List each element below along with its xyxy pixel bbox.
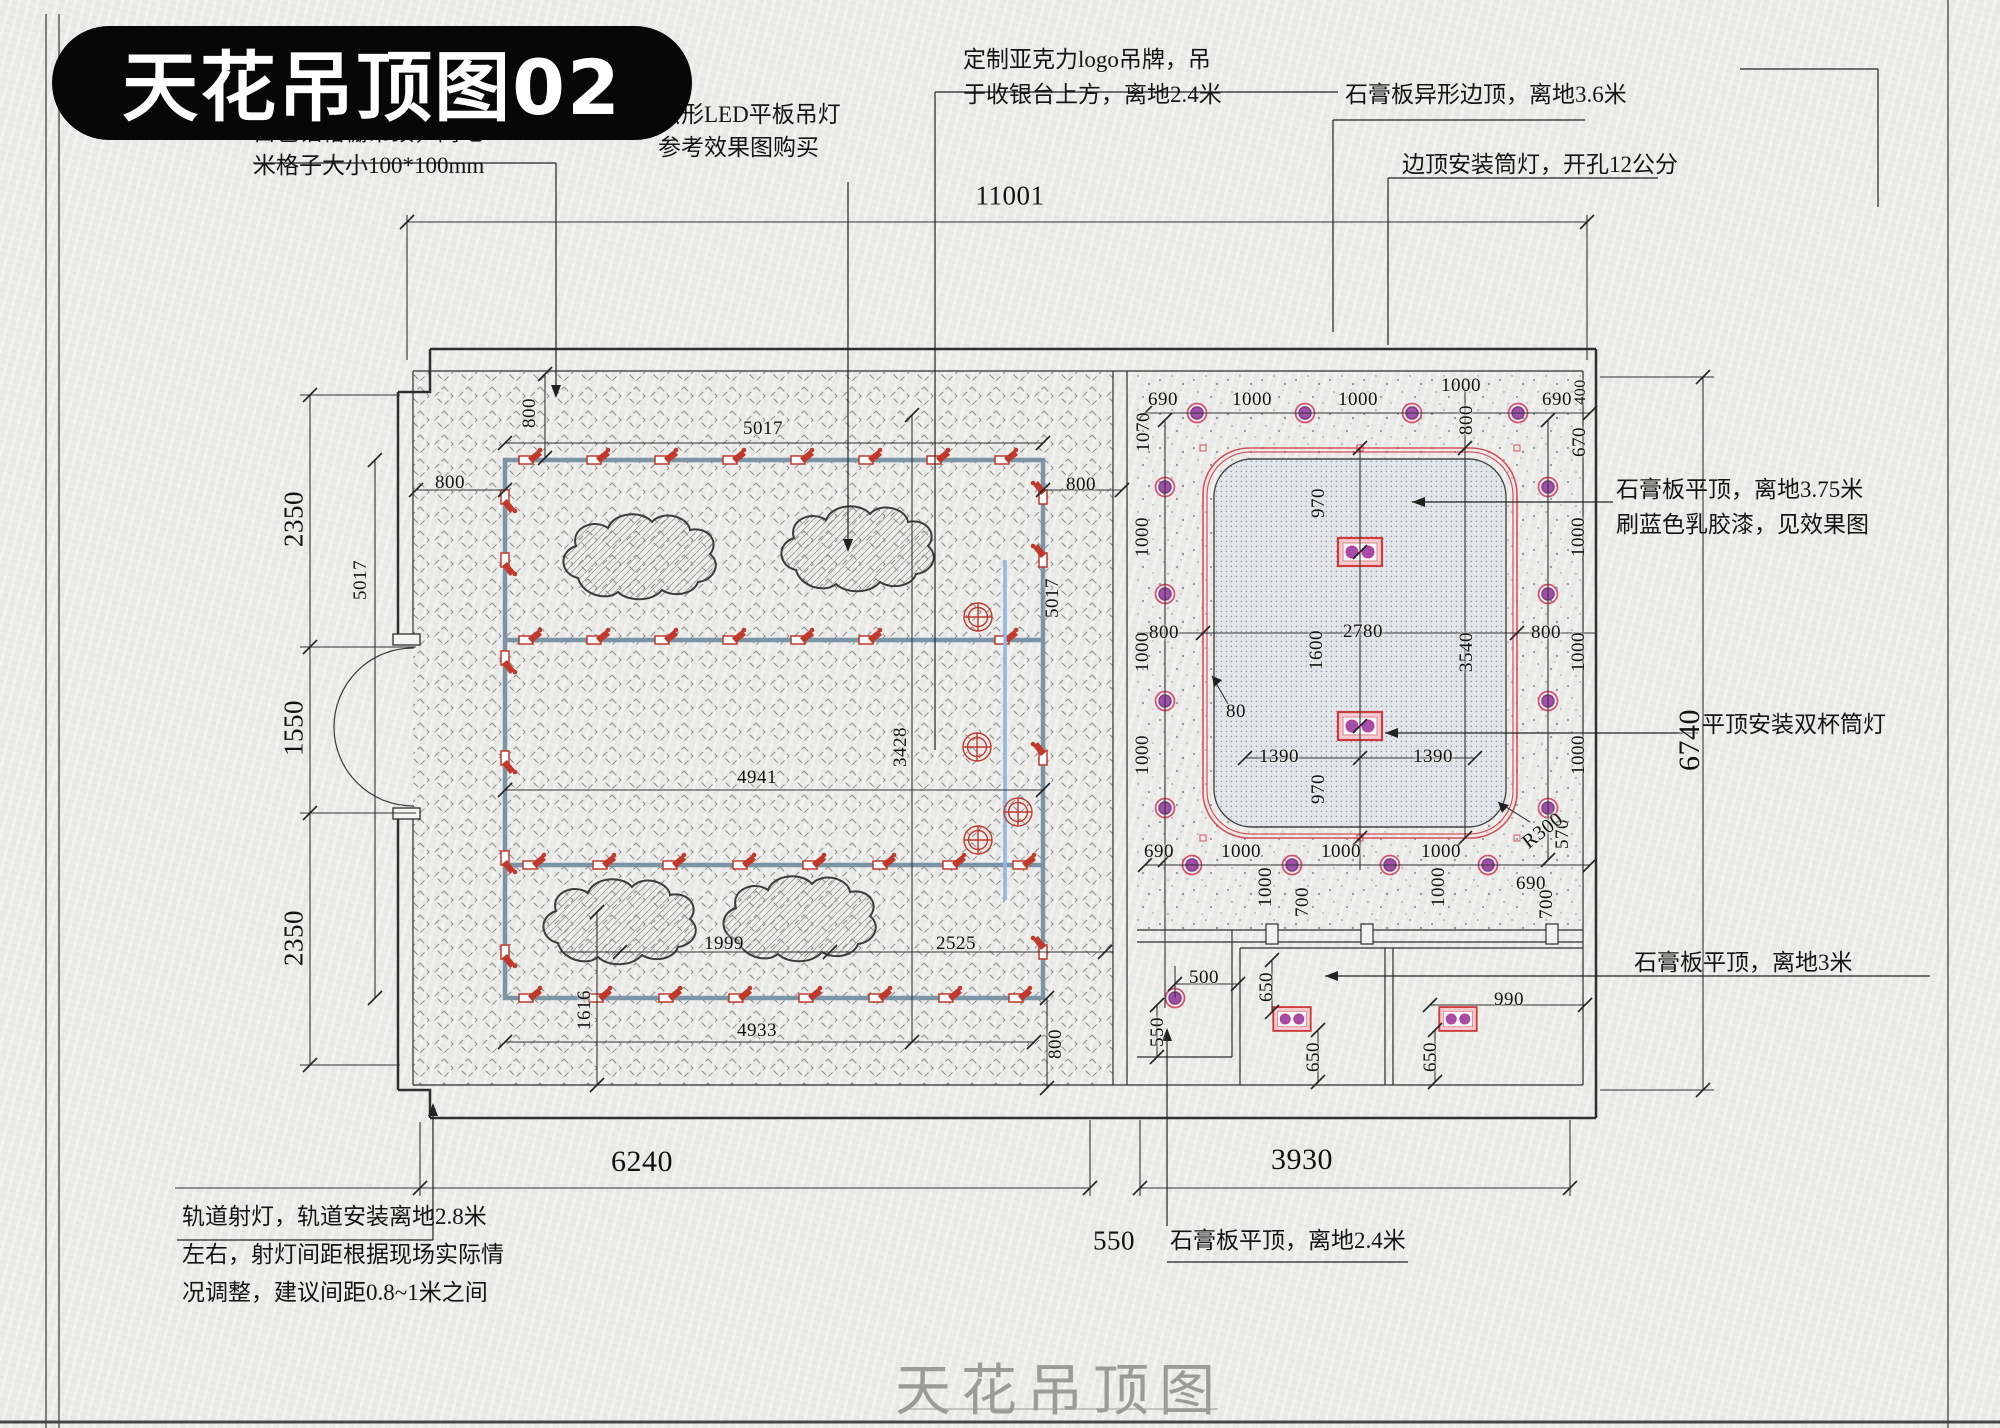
dimension-label: 5017 — [350, 560, 371, 600]
dimension-label: 1000 — [1321, 841, 1361, 862]
dimension-label: 1390 — [1259, 746, 1299, 767]
dimension-label: 650 — [1303, 1042, 1324, 1072]
dimension-label: 1550 — [278, 700, 309, 756]
dimension-label: 4933 — [737, 1020, 777, 1041]
note-edge-downlight: 边顶安装筒灯，开孔12公分 — [1402, 148, 1678, 181]
note-line: 左右，射灯间距根据现场实际情 — [182, 1242, 504, 1267]
note-line: 石膏板平顶，离地2.4米 — [1170, 1228, 1406, 1253]
note-line: 云形LED平板吊灯 — [658, 102, 841, 127]
note-line: 参考效果图购买 — [658, 135, 819, 160]
note-cloud-led: 云形LED平板吊灯 参考效果图购买 — [658, 98, 841, 164]
dimension-label: 690 — [1516, 873, 1546, 894]
dimension-label: 1000 — [1132, 735, 1153, 775]
dimension-label: 6740 — [1673, 709, 1706, 771]
dimension-label: 800 — [1456, 405, 1477, 435]
dimension-label: 2780 — [1343, 621, 1383, 642]
dimension-label: 550 — [1093, 1225, 1135, 1256]
dimension-label: 1000 — [1568, 735, 1589, 775]
dimension-label: 800 — [1149, 622, 1179, 643]
note-line: 定制亚克力logo吊牌，吊 — [963, 47, 1211, 72]
dimension-label: 2525 — [936, 933, 976, 954]
dimension-label: 80 — [1226, 701, 1246, 722]
dimension-label: 1000 — [1441, 375, 1481, 396]
note-flat-ceiling-375: 石膏板平顶，离地3.75米 刷蓝色乳胶漆，见效果图 — [1616, 472, 1869, 542]
note-line: 石膏板异形边顶，离地3.6米 — [1345, 82, 1627, 107]
dimension-label: 3540 — [1456, 632, 1477, 672]
note-line: 于收银台上方，离地2.4米 — [963, 82, 1222, 107]
dimension-label: 1000 — [1568, 517, 1589, 557]
note-logo-pendant: 定制亚克力logo吊牌，吊 于收银台上方，离地2.4米 — [963, 42, 1222, 112]
dimension-label: 400 — [1572, 379, 1589, 405]
dimension-label: 3930 — [1271, 1143, 1333, 1176]
dimension-label: 800 — [519, 398, 540, 428]
dimension-label: 1000 — [1568, 632, 1589, 672]
dimension-label: 990 — [1494, 989, 1524, 1010]
leader-arrows — [428, 385, 1509, 1116]
dimension-label: 690 — [1542, 389, 1572, 410]
dimension-label: 650 — [1420, 1042, 1441, 1072]
dimension-label: 800 — [1066, 474, 1096, 495]
sheet-title-badge: 天花吊顶图02 — [52, 26, 692, 140]
dimension-label: 4941 — [737, 767, 777, 788]
note-line: 边顶安装筒灯，开孔12公分 — [1402, 152, 1678, 177]
dimension-label: 2350 — [278, 491, 309, 547]
annotation-leaders — [177, 68, 1930, 1410]
dimension-label: 6240 — [611, 1145, 673, 1178]
dimension-label: 670 — [1569, 427, 1590, 457]
dimension-label: 550 — [1147, 1017, 1168, 1047]
dimension-label: 1000 — [1428, 867, 1449, 907]
note-line: 米格子大小100*100mm — [253, 153, 485, 178]
grid-ceiling-hatch — [413, 372, 1113, 1085]
dimension-label: 650 — [1256, 972, 1277, 1002]
dimension-label: 1000 — [1338, 389, 1378, 410]
dimension-label: 800 — [1531, 622, 1561, 643]
sheet-title-text: 天花吊顶图02 — [122, 43, 622, 132]
dimension-label: 690 — [1144, 841, 1174, 862]
dimension-label: 970 — [1308, 774, 1329, 804]
note-flat-ceiling-24: 石膏板平顶，离地2.4米 — [1170, 1224, 1406, 1257]
dimension-label: 700 — [1536, 889, 1557, 919]
dimension-label: 1000 — [1232, 389, 1272, 410]
dimension-label: 970 — [1308, 488, 1329, 518]
dimension-label: 800 — [435, 472, 465, 493]
note-flat-ceiling-3: 石膏板平顶，离地3米 — [1634, 946, 1853, 979]
dimension-label: 1070 — [1133, 412, 1154, 452]
drawing-caption: 天花吊顶图 — [895, 1361, 1225, 1423]
dimension-label: 5017 — [743, 418, 783, 439]
dimension-label: 1000 — [1221, 841, 1261, 862]
note-shaped-edge-ceiling: 石膏板异形边顶，离地3.6米 — [1345, 78, 1627, 111]
note-line: 况调整，建议间距0.8~1米之间 — [182, 1280, 488, 1305]
dimension-label: 1999 — [704, 933, 744, 954]
dimension-label: 1000 — [1421, 841, 1461, 862]
dimension-label: 690 — [1148, 389, 1178, 410]
dimension-label: 1600 — [1306, 630, 1327, 670]
dimension-label: 500 — [1189, 967, 1219, 988]
dimension-label: 700 — [1292, 887, 1313, 917]
note-double-cup-downlight: 平顶安装双杯筒灯 — [1702, 708, 1886, 741]
dimension-label: 11001 — [975, 180, 1045, 211]
dimension-label: 1000 — [1255, 867, 1276, 907]
dimension-label: 5017 — [1042, 578, 1063, 618]
dimension-label: 3428 — [890, 727, 911, 767]
dimension-label: 1616 — [574, 990, 595, 1030]
dimension-label: 1390 — [1413, 746, 1453, 767]
dimension-label: 1000 — [1132, 517, 1153, 557]
dimension-label: 2350 — [278, 910, 309, 966]
note-line: 石膏板平顶，离地3米 — [1634, 950, 1853, 975]
dimension-label: 800 — [1045, 1029, 1066, 1059]
note-line: 轨道射灯，轨道安装离地2.8米 — [182, 1204, 487, 1229]
note-line: 石膏板平顶，离地3.75米 — [1616, 477, 1864, 502]
note-line: 刷蓝色乳胶漆，见效果图 — [1616, 512, 1869, 537]
note-line: 平顶安装双杯筒灯 — [1702, 712, 1886, 737]
note-track-spotlights: 轨道射灯，轨道安装离地2.8米 左右，射灯间距根据现场实际情 况调整，建议间距0… — [182, 1198, 504, 1312]
double-door-icon — [333, 633, 421, 820]
